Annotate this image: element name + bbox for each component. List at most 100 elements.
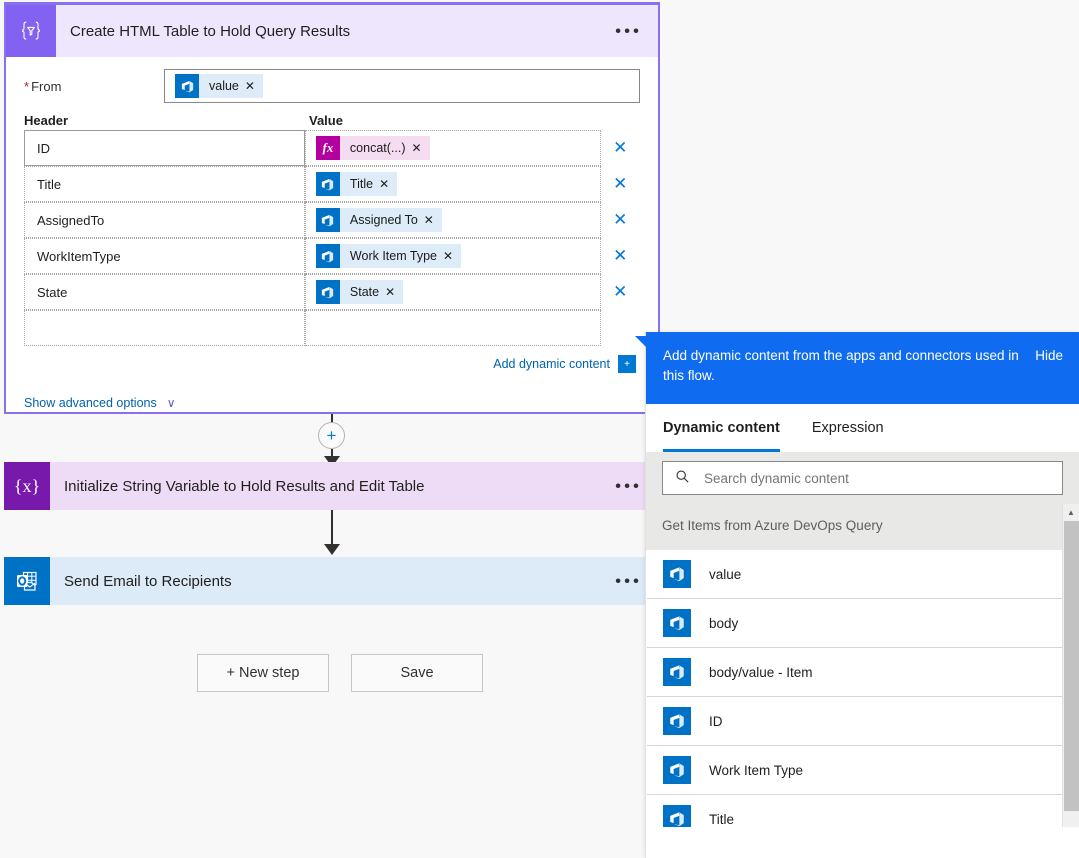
save-button[interactable]: Save <box>351 654 483 692</box>
step-card-send-email[interactable]: Send Email to Recipients ••• <box>4 557 660 605</box>
header-cell-input[interactable]: ID <box>24 130 305 166</box>
header-cell-input[interactable] <box>24 310 305 346</box>
scroll-up-icon[interactable]: ▲ <box>1067 508 1075 517</box>
connector-line-mid <box>331 449 333 458</box>
new-step-button[interactable]: + New step <box>197 654 329 692</box>
token-label: Assigned To <box>349 213 418 227</box>
azure-devops-icon <box>175 74 199 98</box>
connector-line-lower <box>331 510 333 547</box>
token-remove-icon[interactable]: ✕ <box>244 79 255 93</box>
delete-row-icon[interactable]: ✕ <box>613 282 628 301</box>
from-field-row: *From value ✕ <box>6 57 658 113</box>
value-cell-input[interactable]: Assigned To ✕ <box>304 202 601 238</box>
delete-row-icon[interactable]: ✕ <box>613 138 628 157</box>
delete-row-icon[interactable]: ✕ <box>613 246 628 265</box>
azure-devops-icon <box>315 280 340 304</box>
tooltip-hide-button[interactable]: Hide <box>1035 348 1063 363</box>
from-label-text: From <box>31 78 62 94</box>
search-container <box>646 452 1079 504</box>
column-header-header: Header <box>24 113 69 128</box>
value-cell-input[interactable]: fx concat(...) ✕ <box>304 130 601 166</box>
list-item-label: ID <box>709 713 723 729</box>
grid-column-labels: Header Value <box>6 113 658 128</box>
scrollbar-thumb[interactable] <box>1064 521 1079 811</box>
azure-devops-icon <box>663 560 691 588</box>
list-item[interactable]: body/value - Item <box>647 648 1078 697</box>
search-icon <box>675 469 690 487</box>
list-group-header: Get Items from Azure DevOps Query <box>646 504 1079 550</box>
search-box[interactable] <box>662 461 1063 495</box>
dynamic-content-list: Get Items from Azure DevOps Query value … <box>646 504 1079 827</box>
token-dynamic-assigned-to[interactable]: Assigned To ✕ <box>315 208 442 232</box>
list-item-label: body/value - Item <box>709 664 813 680</box>
list-item-label: value <box>709 566 742 582</box>
tab-expression[interactable]: Expression <box>811 420 884 436</box>
header-cell-input[interactable]: State <box>24 274 305 310</box>
step-card-initialize-variable[interactable]: {x} Initialize String Variable to Hold R… <box>4 462 660 510</box>
flow-canvas: Create HTML Table to Hold Query Results … <box>0 2 680 692</box>
token-remove-icon[interactable]: ✕ <box>443 249 454 263</box>
token-dynamic-state[interactable]: State ✕ <box>315 280 404 304</box>
add-dynamic-content-badge-icon[interactable]: + <box>618 355 636 373</box>
list-item[interactable]: body <box>647 599 1078 648</box>
azure-devops-icon <box>663 707 691 735</box>
search-input[interactable] <box>702 469 1062 487</box>
tab-dynamic-content[interactable]: Dynamic content <box>663 404 780 452</box>
step-menu-button[interactable]: ••• <box>615 476 642 496</box>
azure-devops-icon <box>663 609 691 637</box>
table-row: ID fx concat(...) ✕ ✕ <box>24 130 640 166</box>
outlook-icon <box>4 557 50 605</box>
value-cell-input[interactable]: State ✕ <box>304 274 601 310</box>
token-label: State <box>349 285 380 299</box>
token-dynamic-title[interactable]: Title ✕ <box>315 172 398 196</box>
flow-action-buttons: + New step Save <box>0 654 680 692</box>
header-value-grid: ID fx concat(...) ✕ ✕ Title <box>6 130 658 346</box>
list-item[interactable]: ID <box>647 697 1078 746</box>
variable-icon: {x} <box>4 462 50 510</box>
value-cell-input[interactable] <box>304 310 601 346</box>
token-label: Work Item Type <box>349 249 437 263</box>
delete-row-icon[interactable]: ✕ <box>613 174 628 193</box>
action-card-body: *From value ✕ <box>6 57 658 410</box>
from-input[interactable]: value ✕ <box>164 69 640 103</box>
header-cell-input[interactable]: AssignedTo <box>24 202 305 238</box>
token-remove-icon[interactable]: ✕ <box>423 213 434 227</box>
show-advanced-options-link[interactable]: Show advanced options <box>24 396 157 410</box>
table-row: WorkItemType Work Item Type ✕ ✕ <box>24 238 640 274</box>
step-menu-button[interactable]: ••• <box>615 571 642 591</box>
action-card-menu-button[interactable]: ••• <box>615 21 642 41</box>
token-remove-icon[interactable]: ✕ <box>385 285 396 299</box>
insert-step-button[interactable]: + <box>318 422 345 449</box>
token-expression-concat[interactable]: fx concat(...) ✕ <box>315 136 430 160</box>
list-item[interactable]: value <box>647 550 1078 599</box>
token-value[interactable]: value ✕ <box>175 74 263 98</box>
value-cell-input[interactable]: Title ✕ <box>304 166 601 202</box>
data-operation-filter-icon <box>6 5 56 57</box>
token-label: value <box>209 79 239 93</box>
azure-devops-icon <box>663 756 691 784</box>
table-row-empty <box>24 310 640 346</box>
azure-devops-icon <box>315 172 340 196</box>
value-cell-input[interactable]: Work Item Type ✕ <box>304 238 601 274</box>
token-remove-icon[interactable]: ✕ <box>379 177 390 191</box>
list-item[interactable]: Title <box>647 795 1078 827</box>
azure-devops-icon <box>663 805 691 827</box>
token-remove-icon[interactable]: ✕ <box>411 141 422 155</box>
connector-arrow-icon <box>324 544 340 555</box>
from-field-label: *From <box>24 79 164 94</box>
header-cell-input[interactable]: Title <box>24 166 305 202</box>
action-card-title: Create HTML Table to Hold Query Results <box>70 22 351 40</box>
action-card-header[interactable]: Create HTML Table to Hold Query Results … <box>6 5 658 57</box>
delete-row-icon[interactable]: ✕ <box>613 210 628 229</box>
add-dynamic-content-link[interactable]: Add dynamic content <box>493 357 610 371</box>
token-dynamic-work-item-type[interactable]: Work Item Type ✕ <box>315 244 462 268</box>
panel-tabs: Dynamic content Expression <box>646 404 1079 452</box>
azure-devops-icon <box>315 244 340 268</box>
list-item[interactable]: Work Item Type <box>647 746 1078 795</box>
chevron-down-icon[interactable]: ∨ <box>166 396 176 410</box>
add-dynamic-content-row: Add dynamic content + <box>6 346 658 374</box>
panel-scrollbar[interactable]: ▲ <box>1062 504 1079 827</box>
header-cell-input[interactable]: WorkItemType <box>24 238 305 274</box>
column-header-value: Value <box>309 113 343 128</box>
